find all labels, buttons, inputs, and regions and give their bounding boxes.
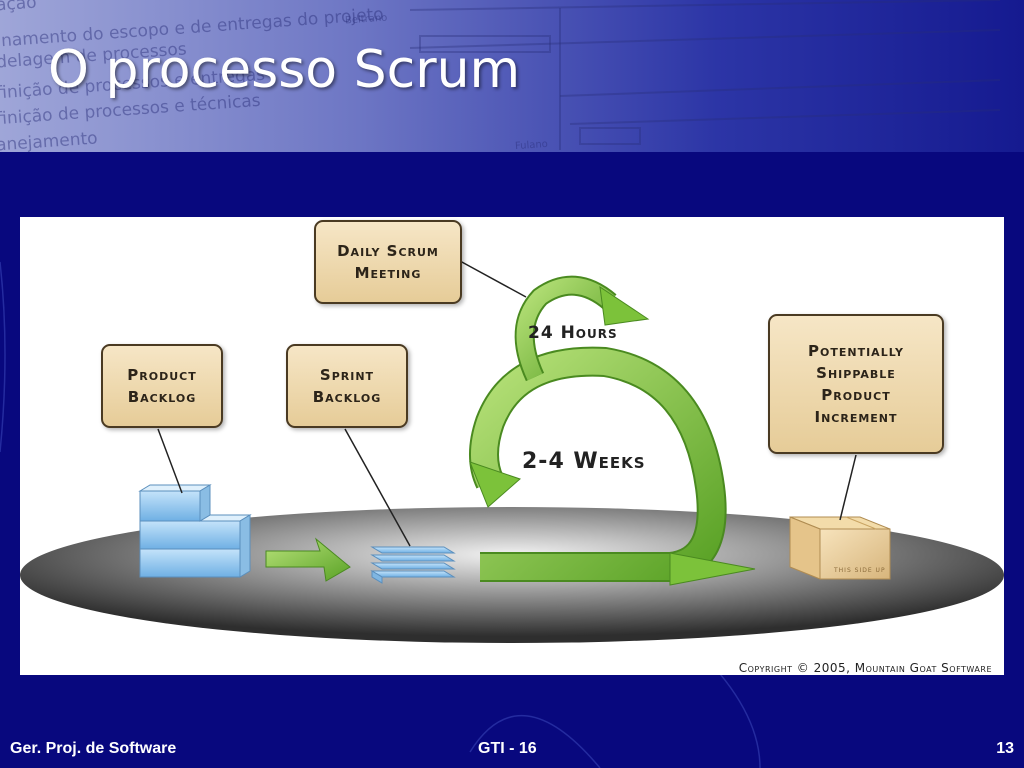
sprint-cycle-arrow — [469, 346, 756, 586]
callout-connectors — [157, 260, 857, 547]
slide-header: ação inamento do escopo e de entregas do… — [0, 0, 1024, 152]
slide-title: O processo Scrum — [48, 40, 521, 100]
daily-scrum-box: Daily Scrum Meeting — [314, 220, 462, 304]
copyright-notice: Copyright © 2005, Mountain Goat Software — [738, 661, 992, 675]
diagram-graphics — [20, 260, 1004, 643]
box-stamp: THIS SIDE UP — [834, 567, 886, 574]
product-backlog-stack — [138, 484, 252, 578]
scrum-process-diagram: Daily Scrum Meeting Product Backlog Spri… — [20, 217, 1004, 675]
increment-label: Potentially Shippable Product Increment — [808, 342, 904, 426]
page-number: 13 — [996, 740, 1014, 757]
footer-center: GTI - 16 — [478, 740, 537, 757]
daily-cycle-arrow — [514, 275, 650, 382]
product-backlog-box: Product Backlog — [101, 344, 223, 428]
product-backlog-label: Product Backlog — [127, 366, 197, 406]
increment-box: Potentially Shippable Product Increment — [768, 314, 944, 454]
header-background-text: ação inamento do escopo e de entregas do… — [0, 0, 1024, 152]
sprint-backlog-label: Sprint Backlog — [312, 366, 382, 406]
sprint-backlog-stack — [370, 546, 456, 584]
hours-label: 24 Hours — [528, 323, 618, 343]
slide-footer: Ger. Proj. de Software GTI - 16 13 — [0, 736, 1024, 764]
daily-scrum-label: Daily Scrum Meeting — [337, 242, 439, 282]
sprint-backlog-box: Sprint Backlog — [286, 344, 408, 428]
flow-arrow-1 — [265, 537, 351, 582]
weeks-label: 2-4 Weeks — [522, 449, 646, 474]
shipping-box — [789, 516, 891, 580]
footer-course: Ger. Proj. de Software — [10, 740, 177, 757]
header-table-graphic — [409, 0, 1001, 150]
